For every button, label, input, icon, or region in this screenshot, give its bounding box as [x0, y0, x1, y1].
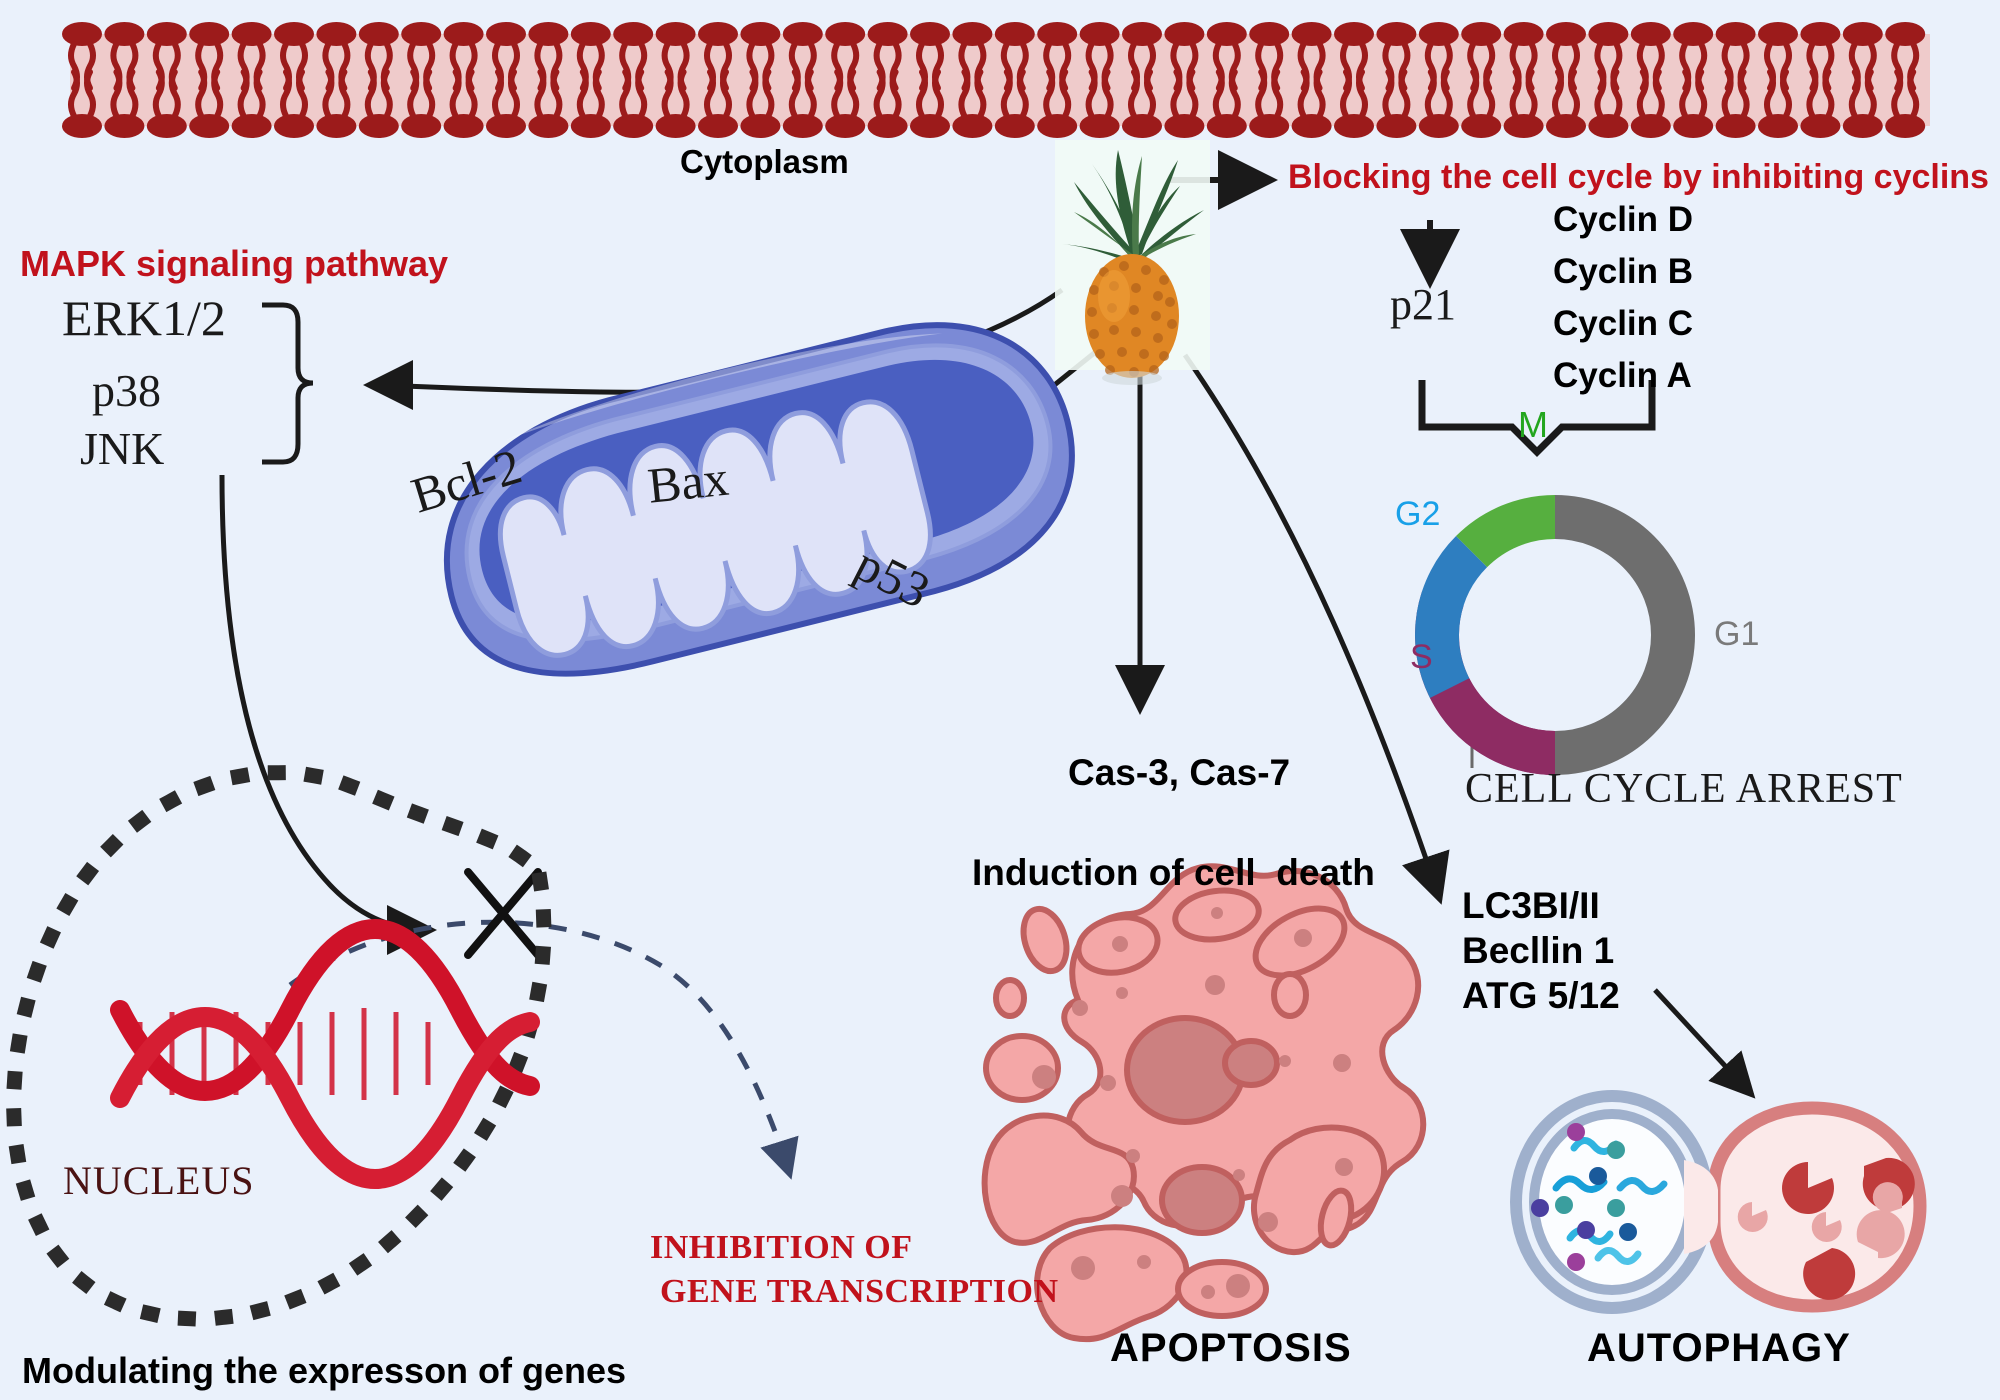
- label-inhibition-line2: GENE TRANSCRIPTION: [660, 1273, 1059, 1310]
- label-lc3b: LC3BI/II: [1462, 885, 1600, 926]
- label-cyclin-d: Cyclin D: [1553, 200, 1694, 239]
- label-apoptosis: APOPTOSIS: [1110, 1326, 1352, 1370]
- label-cyclin-a: Cyclin A: [1553, 356, 1692, 395]
- cell-cycle-phase-s: S: [1410, 638, 1433, 676]
- label-atg: ATG 5/12: [1462, 975, 1620, 1016]
- label-nucleus: NUCLEUS: [63, 1158, 255, 1203]
- label-inhibition-line1: INHIBITION OF: [650, 1229, 913, 1266]
- label-modulating-genes: Modulating the expresson of genes: [22, 1350, 627, 1391]
- label-cytoplasm: Cytoplasm: [680, 143, 849, 180]
- cell-cycle-phase-g1: G1: [1714, 615, 1760, 653]
- label-erk: ERK1/2: [62, 290, 226, 346]
- label-p38: p38: [92, 365, 161, 416]
- label-beclin: Becllin 1: [1462, 930, 1615, 971]
- label-induction-cell-death: Induction of cell death: [972, 852, 1375, 893]
- label-cyclin-c: Cyclin C: [1553, 304, 1694, 343]
- label-bax: Bax: [645, 449, 731, 514]
- label-cyclin-b: Cyclin B: [1553, 252, 1694, 291]
- cell-cycle-phase-g2: G2: [1395, 495, 1441, 533]
- label-cell-cycle-arrest: CELL CYCLE ARREST: [1465, 766, 1903, 812]
- label-caspases: Cas-3, Cas-7: [1068, 752, 1291, 793]
- cell-cycle-phase-m: M: [1518, 404, 1548, 445]
- label-autophagy: AUTOPHAGY: [1587, 1326, 1851, 1370]
- label-blocking-cell-cycle: Blocking the cell cycle by inhibiting cy…: [1288, 158, 1989, 196]
- label-mapk-pathway: MAPK signaling pathway: [20, 243, 449, 284]
- label-p21: p21: [1390, 280, 1456, 329]
- label-jnk: JNK: [80, 423, 165, 474]
